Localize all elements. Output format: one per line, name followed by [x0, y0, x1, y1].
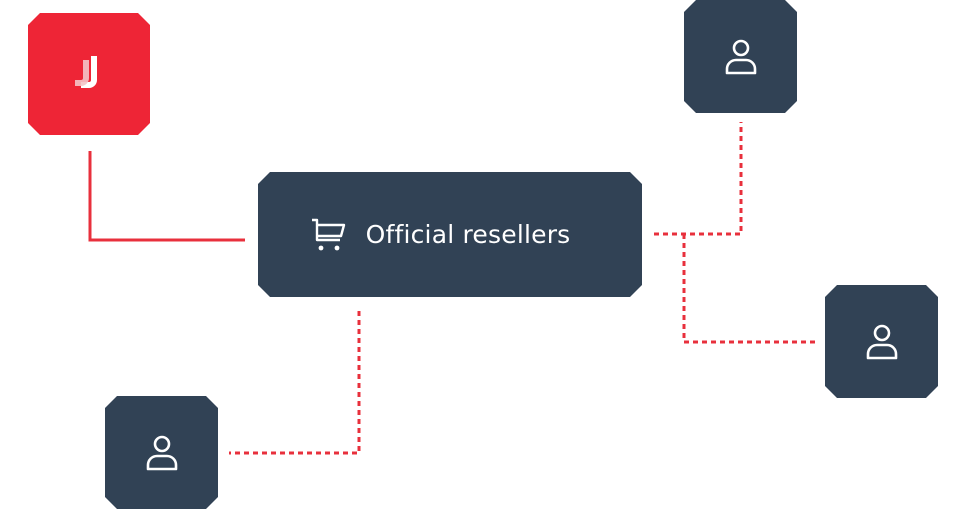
- center-node: Official resellers: [258, 172, 642, 297]
- user-icon: [145, 434, 179, 472]
- user-node-bottom-left: [105, 396, 218, 509]
- user-node-right: [825, 285, 938, 398]
- brand-connector-line: [88, 151, 245, 242]
- user-icon: [724, 38, 758, 76]
- shopping-cart-icon: [310, 217, 346, 253]
- connector-center-to-user-bottom: [229, 311, 361, 455]
- center-node-content: Official resellers: [310, 217, 571, 253]
- user-icon: [865, 323, 899, 361]
- connector-center-to-user-top: [654, 122, 743, 236]
- center-node-label: Official resellers: [365, 220, 571, 249]
- brand-node: [28, 13, 150, 135]
- user-node-top-right: [684, 0, 797, 113]
- connector-center-to-user-right: [682, 234, 815, 344]
- brand-logo-icon: [69, 52, 109, 96]
